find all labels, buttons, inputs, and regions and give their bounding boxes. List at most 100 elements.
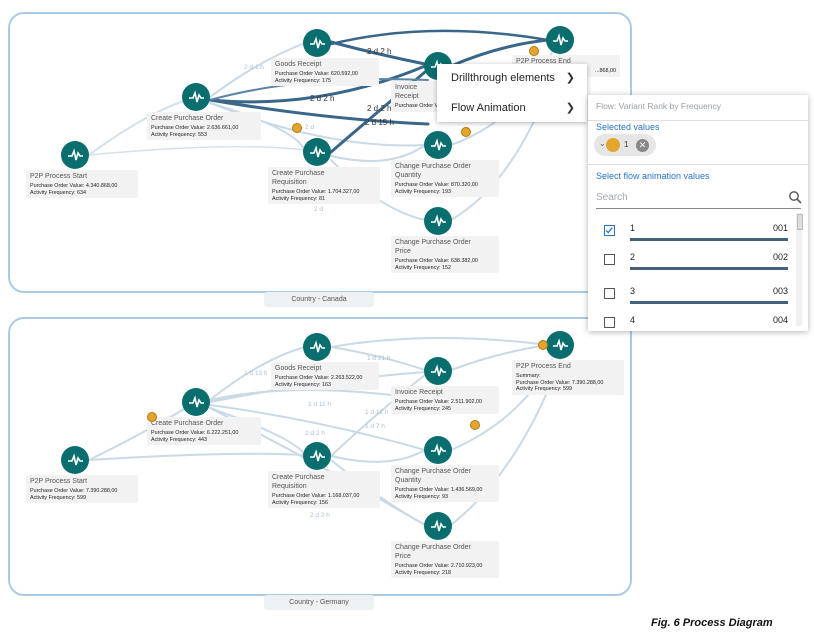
node-card: P2P Process End Summary: Purchase Order … bbox=[512, 360, 624, 395]
checkbox[interactable] bbox=[604, 288, 615, 299]
edge-duration-label: 2 d 1 h bbox=[244, 64, 264, 71]
checkbox[interactable] bbox=[604, 225, 615, 236]
chip-value: 1 bbox=[624, 140, 629, 149]
remove-chip-button[interactable]: ✕ bbox=[636, 139, 649, 152]
divider bbox=[588, 164, 808, 165]
option-code: 004 bbox=[772, 315, 788, 325]
node-card: P2P Process Start Purchase Order Value: … bbox=[26, 170, 138, 199]
scrollbar[interactable] bbox=[796, 213, 802, 326]
option-label: 1 bbox=[630, 223, 636, 233]
node-card: Goods Receipt Purchase Order Value: 2.26… bbox=[271, 362, 379, 391]
activity-node-icon[interactable] bbox=[303, 442, 331, 470]
flow-animation-token bbox=[292, 123, 302, 133]
edge-duration-label: 1 d 7 h bbox=[365, 423, 385, 430]
flow-animation-token bbox=[147, 412, 157, 422]
option-label: 2 bbox=[630, 252, 636, 262]
checkbox[interactable] bbox=[604, 317, 615, 328]
chevron-right-icon: ❯ bbox=[565, 72, 575, 84]
node-frequency: Activity Frequency: 245 bbox=[395, 405, 452, 412]
edge-duration-label: 1 d 21 h bbox=[367, 355, 391, 362]
node-frequency: Activity Frequency: 152 bbox=[395, 264, 452, 271]
node-value: Purchase Order Value: 1.168.037,00 bbox=[272, 493, 360, 499]
node-title: Invoice Receipt bbox=[395, 84, 419, 100]
option-code: 002 bbox=[772, 252, 788, 262]
activity-node-icon[interactable] bbox=[61, 446, 89, 474]
edge-duration-label: 2 d bbox=[314, 206, 324, 213]
list-item[interactable]: 3 003 bbox=[596, 282, 792, 312]
node-card: Create Purchase Requisition Purchase Ord… bbox=[268, 471, 380, 509]
node-frequency: Activity Frequency: 175 bbox=[275, 77, 332, 84]
menu-item-flow-animation[interactable]: Flow Animation ❯ bbox=[437, 94, 587, 123]
node-card: Create Purchase Requisition Purchase Ord… bbox=[268, 167, 380, 205]
list-item[interactable]: 1 001 bbox=[596, 219, 792, 249]
selected-values-label: Selected values bbox=[596, 122, 660, 132]
activity-node-icon[interactable] bbox=[546, 331, 574, 359]
token-color-icon bbox=[606, 138, 620, 152]
edge-duration-label: 1 d 12 h bbox=[365, 409, 389, 416]
node-frequency: Activity Frequency: 163 bbox=[275, 381, 332, 388]
checkbox[interactable] bbox=[604, 254, 615, 265]
node-value: Purchase Order Value: 7.390.288,00 bbox=[30, 488, 118, 494]
activity-node-icon[interactable] bbox=[182, 388, 210, 416]
activity-node-icon[interactable] bbox=[61, 141, 89, 169]
list-item[interactable]: 2 002 bbox=[596, 248, 792, 278]
activity-node-icon[interactable] bbox=[424, 512, 452, 540]
node-value: Purchase Order Value: 2.710.923,00 bbox=[395, 563, 483, 569]
menu-item-label: Drillthrough elements bbox=[451, 72, 555, 84]
node-card: Change Purchase Order Price Purchase Ord… bbox=[391, 541, 499, 579]
option-bar bbox=[630, 267, 788, 270]
node-value: ...868,00 bbox=[595, 68, 616, 74]
edge-duration-label: 2 d 2 h bbox=[305, 430, 325, 437]
activity-node-icon[interactable] bbox=[424, 357, 452, 385]
menu-item-drillthrough[interactable]: Drillthrough elements ❯ bbox=[437, 64, 587, 93]
node-value: Purchase Order Value: 638.382,00 bbox=[395, 258, 478, 264]
edge-duration-label: 2 d bbox=[305, 124, 315, 131]
node-value: Purchase Order Value: 4.340.868,00 bbox=[30, 183, 118, 189]
edge-duration-label: 2 d 2 h bbox=[367, 104, 392, 113]
country-label: Country - Germany bbox=[264, 595, 374, 610]
node-card: Goods Receipt Purchase Order Value: 620.… bbox=[271, 58, 379, 87]
edge-duration-label: 1 d 13 h bbox=[244, 370, 268, 377]
context-menu: Drillthrough elements ❯ Flow Animation ❯ bbox=[437, 64, 587, 122]
node-card: P2P Process Start Purchase Order Value: … bbox=[26, 475, 138, 504]
list-item[interactable]: 4 004 bbox=[596, 311, 792, 331]
panel-title: Flow: Variant Rank by Frequency bbox=[596, 101, 722, 111]
country-label: Country - Canada bbox=[264, 292, 374, 307]
search-icon[interactable] bbox=[788, 190, 802, 204]
node-title: Create Purchase Requisition bbox=[272, 170, 325, 186]
node-frequency: Activity Frequency: 81 bbox=[272, 195, 326, 202]
activity-node-icon[interactable] bbox=[182, 83, 210, 111]
flow-animation-token bbox=[470, 420, 480, 430]
node-value: Purchase Order Value: 6.222.251,00 bbox=[151, 430, 239, 436]
activity-node-icon[interactable] bbox=[303, 333, 331, 361]
activity-node-icon[interactable] bbox=[424, 131, 452, 159]
chevron-down-icon[interactable]: ⌄ bbox=[599, 139, 606, 148]
node-value: Purchase Order V... bbox=[395, 103, 443, 109]
activity-node-icon[interactable] bbox=[546, 26, 574, 54]
node-title: Change Purchase Order Price bbox=[395, 544, 471, 560]
option-label: 3 bbox=[630, 286, 636, 296]
option-bar bbox=[630, 301, 788, 304]
node-title: Create Purchase Order bbox=[151, 115, 224, 122]
activity-node-icon[interactable] bbox=[303, 138, 331, 166]
node-card: Create Purchase Order Purchase Order Val… bbox=[147, 112, 261, 141]
option-code: 003 bbox=[772, 286, 788, 296]
node-card: Change Purchase Order Quantity Purchase … bbox=[391, 160, 499, 198]
node-value: Purchase Order Value: 1.704.327,00 bbox=[272, 189, 360, 195]
search-input[interactable]: Search bbox=[596, 192, 628, 203]
activity-node-icon[interactable] bbox=[303, 29, 331, 57]
node-card: Change Purchase Order Price Purchase Ord… bbox=[391, 236, 499, 274]
node-frequency: Activity Frequency: 156 bbox=[272, 499, 329, 506]
option-code: 001 bbox=[772, 223, 788, 233]
activity-node-icon[interactable] bbox=[424, 436, 452, 464]
node-frequency: Activity Frequency: 599 bbox=[30, 494, 87, 501]
node-title: Invoice Receipt bbox=[395, 389, 443, 396]
node-frequency: Activity Frequency: 599 bbox=[516, 386, 573, 393]
activity-node-icon[interactable] bbox=[424, 207, 452, 235]
edge-duration-label: 2 d 2 h bbox=[310, 94, 335, 103]
node-title: Change Purchase Order Quantity bbox=[395, 163, 471, 179]
option-label: 4 bbox=[630, 315, 636, 325]
edge-duration-label: 2 d 2 h bbox=[367, 47, 392, 56]
scrollbar-thumb[interactable] bbox=[797, 214, 803, 230]
select-values-label: Select flow animation values bbox=[596, 171, 710, 181]
